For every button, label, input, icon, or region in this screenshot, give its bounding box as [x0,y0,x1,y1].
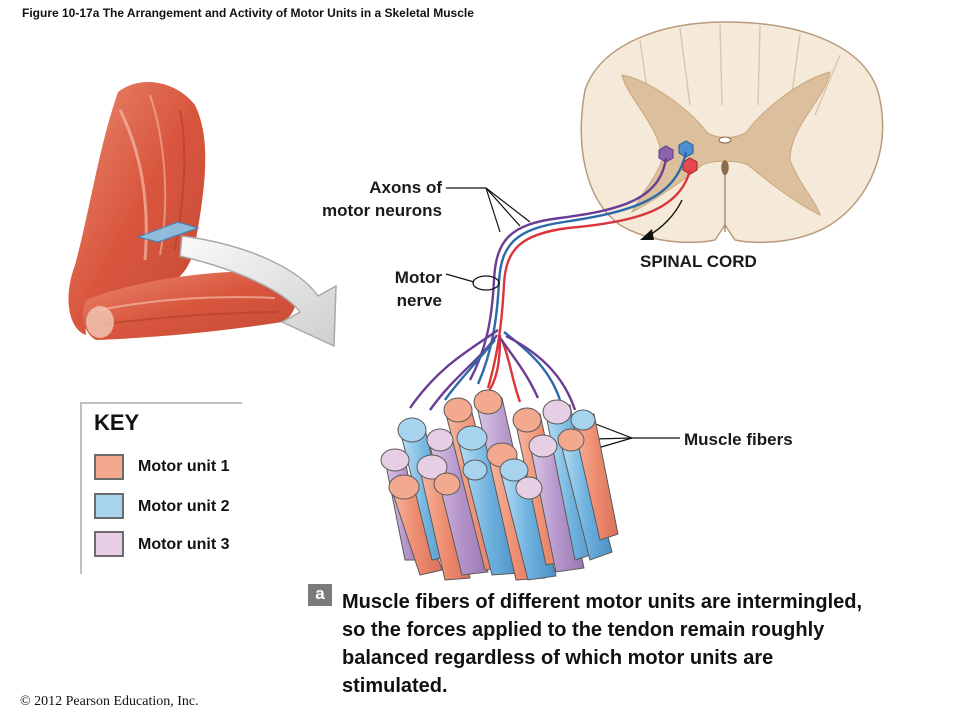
key-panel [80,402,242,574]
motor-nerve-label-line1: Motor [394,268,442,287]
spinal-cord-label: SPINAL CORD [640,252,757,271]
caption-badge: a [308,584,332,606]
key-label-motor-unit-2: Motor unit 2 [138,498,230,515]
motor-nerve-label: Motor nerve [340,266,442,312]
axons-label-line1: Axons of [369,178,442,197]
figure-title: Figure 10-17a The Arrangement and Activi… [22,6,474,20]
key-swatch-motor-unit-3 [94,531,124,557]
motor-nerve-label-line2: nerve [396,291,442,310]
nerve-marker [472,275,500,291]
key-swatch-motor-unit-1 [94,454,124,480]
key-swatch-motor-unit-2 [94,493,124,519]
caption-text: Muscle fibers of different motor units a… [342,591,863,697]
key-label-motor-unit-3: Motor unit 3 [138,536,230,553]
muscle-fibers-label: Muscle fibers [684,430,793,449]
magnify-arrow [179,235,337,348]
arm-illustration [68,82,297,340]
copyright-notice: © 2012 Pearson Education, Inc. [20,694,199,709]
axons-label-line2: motor neurons [322,201,442,220]
muscle-fiber-bundle [380,389,619,581]
key-label-motor-unit-1: Motor unit 1 [138,458,230,475]
axons-label: Axons of motor neurons [270,176,442,222]
motor-nerve-axons [409,151,692,411]
key-title: KEY [94,410,140,435]
